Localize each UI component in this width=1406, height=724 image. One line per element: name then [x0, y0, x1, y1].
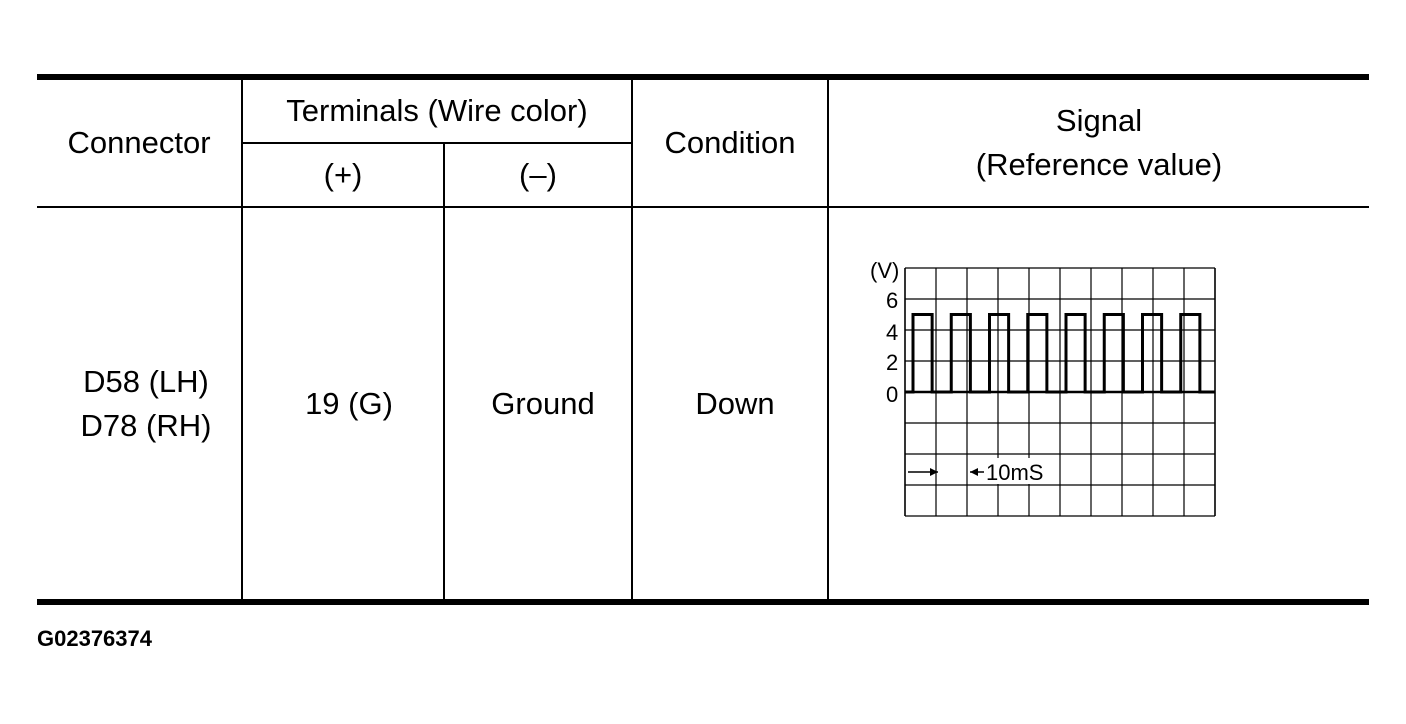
square-wave-trace — [905, 313, 1215, 394]
header-signal: Signal (Reference value) — [829, 80, 1369, 206]
y-tick-6: 6 — [886, 288, 898, 313]
cell-connector: D58 (LH) D78 (RH) — [37, 208, 255, 599]
figure-id: G02376374 — [37, 626, 152, 651]
y-tick-4: 4 — [886, 320, 898, 345]
cell-terminal-minus: Ground — [445, 208, 641, 599]
connector-rh: D78 (RH) — [80, 407, 212, 443]
header-connector-label: Connector — [67, 125, 211, 160]
y-tick-2: 2 — [886, 350, 898, 375]
connector-lh: D58 (LH) — [83, 363, 209, 399]
voltage-unit-label: (V) — [870, 258, 899, 283]
oscilloscope-waveform: (V) 6 4 2 0 10mS — [870, 258, 1216, 517]
table-top-rule — [37, 74, 1369, 80]
time-scale-label: 10mS — [986, 460, 1043, 485]
y-tick-0: 0 — [886, 382, 898, 407]
header-terminal-plus: (+) — [243, 144, 443, 206]
header-signal-label: Signal — [1055, 103, 1143, 138]
column-divider-2 — [443, 142, 445, 599]
cell-terminal-plus: 19 (G) — [243, 208, 455, 599]
header-terminal-plus-label: (+) — [323, 157, 363, 192]
column-divider-4 — [827, 80, 829, 599]
cell-condition: Down — [633, 208, 837, 599]
condition-value: Down — [695, 385, 775, 421]
terminal-minus-value: Ground — [491, 385, 595, 421]
time-scale-marker — [908, 458, 1058, 484]
header-terminals-label: Terminals (Wire color) — [286, 93, 588, 128]
terminals-subheader-rule — [241, 142, 633, 144]
header-signal-sublabel: (Reference value) — [975, 147, 1223, 182]
table-bottom-rule — [37, 599, 1369, 605]
header-condition: Condition — [633, 80, 827, 206]
table-header-rule — [37, 206, 1369, 208]
column-divider-3 — [631, 80, 633, 599]
terminal-plus-value: 19 (G) — [305, 385, 393, 421]
header-terminal-minus: (–) — [445, 144, 631, 206]
column-divider-1 — [241, 80, 243, 599]
header-terminal-minus-label: (–) — [519, 157, 557, 192]
header-connector: Connector — [37, 80, 241, 206]
header-terminals: Terminals (Wire color) — [243, 80, 631, 142]
header-condition-label: Condition — [664, 125, 796, 160]
